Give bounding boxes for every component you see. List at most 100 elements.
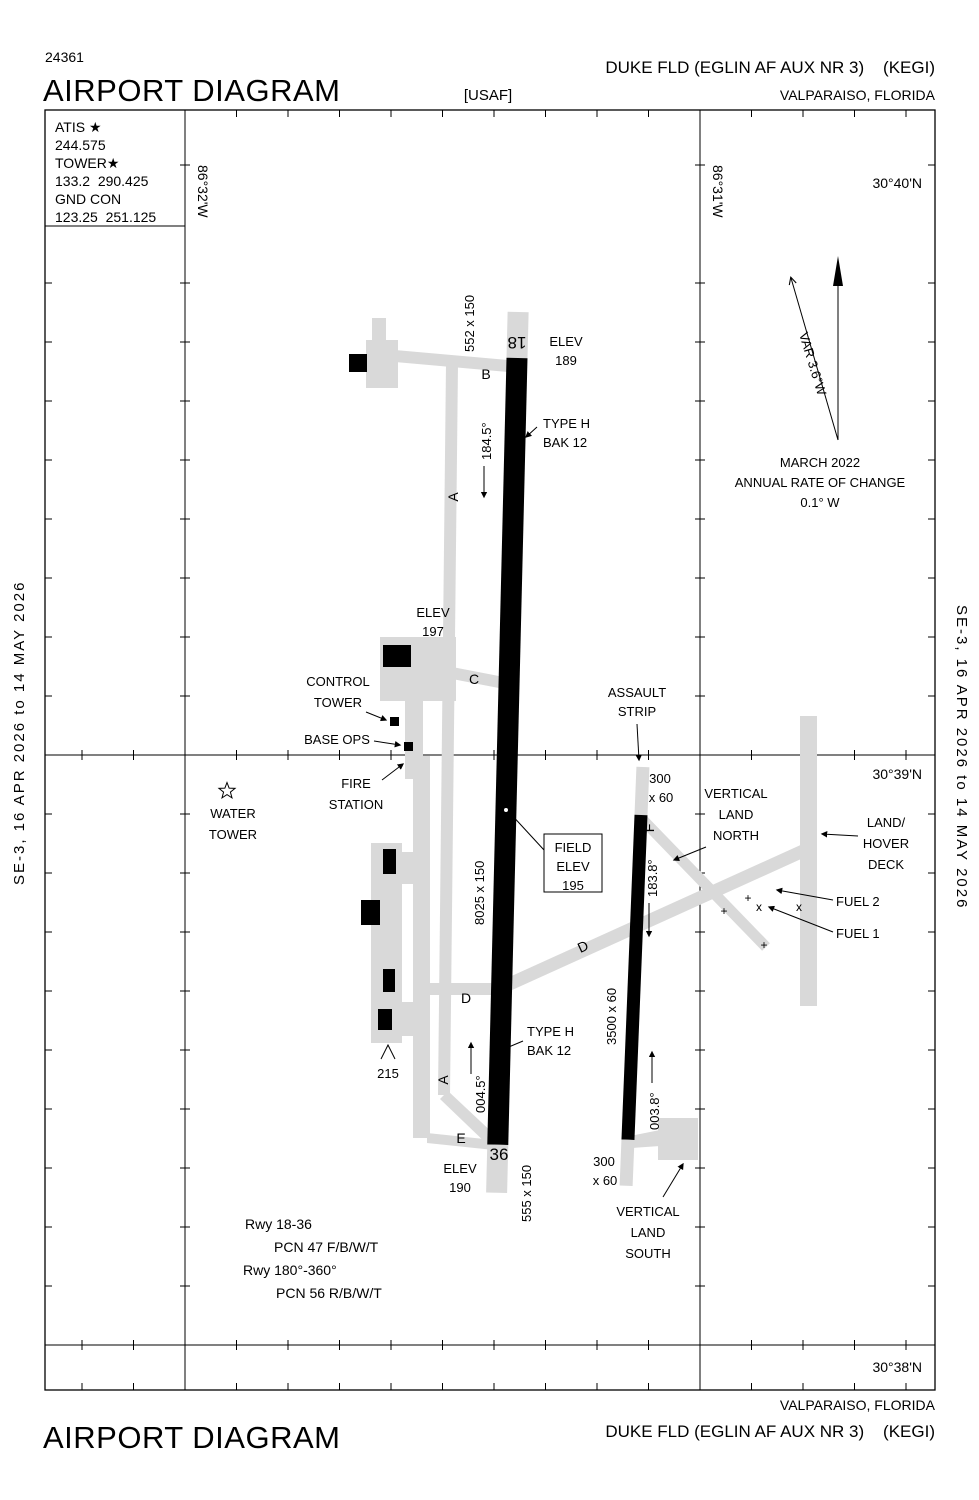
- airport-name-top: DUKE FLD (EGLIN AF AUX NR 3) (KEGI): [605, 58, 935, 77]
- tower-freq: 133.2 290.425: [55, 173, 149, 189]
- longitude-label-west: 86°32'W: [195, 165, 211, 218]
- ground-label: GND CON: [55, 191, 121, 207]
- chart-number: 24361: [45, 49, 84, 65]
- point-symbols: + + + x x: [217, 781, 802, 1060]
- apron-north: [366, 340, 398, 388]
- map-border: [44, 109, 936, 1391]
- taxiway-d-label: D: [461, 990, 471, 1006]
- bak12-north-label-line1: TYPE H: [543, 416, 590, 431]
- heading-183-label: 183.8°: [645, 859, 660, 897]
- atis-freq: 244.575: [55, 137, 106, 153]
- assault-overrun-south-dims-line2: x 60: [593, 1173, 618, 1188]
- fire-station-label-line1: FIRE: [341, 776, 371, 791]
- vertical-land-south-label-line3: SOUTH: [625, 1246, 671, 1261]
- runway-18-36-group: [486, 311, 529, 1194]
- taxiway-e: [427, 1133, 494, 1150]
- building: [383, 969, 395, 992]
- helipad-plus-mark: +: [760, 938, 767, 952]
- runway-18-number: 18: [508, 333, 527, 352]
- control-tower-label-line1: CONTROL: [306, 674, 370, 689]
- vertical-land-south-label-line1: VERTICAL: [616, 1204, 679, 1219]
- taxiway-f-label: F: [641, 824, 657, 833]
- obstruction-icon: [380, 1043, 396, 1060]
- fuel-2-leader-arrow: [775, 887, 834, 901]
- fuel-point-mark: x: [796, 900, 802, 914]
- fuel-1-leader-arrow: [767, 905, 834, 933]
- overrun-south-dims-label: 555 x 150: [519, 1165, 534, 1222]
- assault-overrun-north-dims-line1: 300: [649, 771, 671, 786]
- field-elev-leader-line: [508, 811, 545, 851]
- vertical-land-north-label-line2: LAND: [719, 807, 754, 822]
- taxiway-b-label: B: [481, 366, 490, 382]
- building: [378, 1009, 392, 1030]
- runway-36-number: 36: [490, 1145, 509, 1164]
- elev-190-label: ELEV: [443, 1161, 477, 1176]
- assault-strip-label-line2: STRIP: [618, 704, 656, 719]
- compass: VAR 3.6°W MARCH 2022 ANNUAL RATE OF CHAN…: [735, 256, 906, 510]
- ground-freq: 123.25 251.125: [55, 209, 156, 225]
- fuel-2-label: FUEL 2: [836, 894, 880, 909]
- taxiway-a: [438, 364, 458, 1095]
- header: 24361 AIRPORT DIAGRAM [USAF] DUKE FLD (E…: [43, 49, 936, 108]
- building: [361, 900, 380, 925]
- margin-note-right: SE-3, 16 APR 2026 to 14 MAY 2026: [953, 605, 970, 909]
- comm-box: ATIS ★ 244.575 TOWER★ 133.2 290.425 GND …: [55, 119, 156, 225]
- land-hover-deck-strip: [800, 716, 817, 1006]
- vertical-land-north-label-line1: VERTICAL: [704, 786, 767, 801]
- runway-18-36: [487, 357, 528, 1146]
- pcn-line3: Rwy 180°-360°: [243, 1262, 337, 1278]
- labels: 552 x 150 18 ELEV 189 B TYPE H BAK 12 18…: [209, 295, 909, 1301]
- vertical-land-south-pad: [658, 1118, 698, 1160]
- elev-189-value: 189: [555, 353, 577, 368]
- water-tower-label-line1: WATER: [210, 806, 256, 821]
- elev-197-value: 197: [422, 624, 444, 639]
- airport-name-bottom: DUKE FLD (EGLIN AF AUX NR 3) (KEGI): [605, 1422, 935, 1441]
- helipad-plus-mark: +: [744, 891, 751, 905]
- field-elev-line2: ELEV: [556, 859, 590, 874]
- elev-189-label: ELEV: [549, 334, 583, 349]
- vertical-land-north-leader-arrow: [672, 846, 707, 862]
- elev-197-label: ELEV: [416, 605, 450, 620]
- field-elev-line3: 195: [562, 878, 584, 893]
- fire-station-label-line2: STATION: [329, 797, 383, 812]
- taxiway-d-connector: [429, 983, 501, 995]
- control-tower-leader-arrow: [365, 711, 388, 722]
- apron-north-stub: [372, 318, 386, 342]
- base-ops-label: BASE OPS: [304, 732, 370, 747]
- control-tower-building: [390, 717, 399, 726]
- helipad-plus-mark: +: [720, 904, 727, 918]
- compass-note-line1: MARCH 2022: [780, 455, 860, 470]
- runway-dims-label: 8025 x 150: [472, 861, 487, 925]
- page-title-bottom: AIRPORT DIAGRAM: [43, 1420, 340, 1455]
- overrun-north: [506, 311, 529, 359]
- obstruction-height-label: 215: [377, 1066, 399, 1081]
- airport-city-top: VALPARAISO, FLORIDA: [780, 87, 936, 103]
- footer: AIRPORT DIAGRAM VALPARAISO, FLORIDA DUKE…: [43, 1397, 936, 1455]
- bak12-north-label-line2: BAK 12: [543, 435, 587, 450]
- vertical-land-south-connector: [630, 1130, 660, 1148]
- compass-note-line2: ANNUAL RATE OF CHANGE: [735, 475, 906, 490]
- magnetic-north-line: [791, 278, 839, 441]
- overrun-south: [486, 1144, 509, 1194]
- heading-003-label: 003.8°: [647, 1092, 662, 1130]
- apron-west-connector-1: [400, 852, 415, 884]
- margin-note-left: SE-3, 16 APR 2026 to 14 MAY 2026: [11, 581, 28, 885]
- assault-strip-label-line1: ASSAULT: [608, 685, 666, 700]
- leaders: [365, 426, 859, 1198]
- water-tower-star-icon: [217, 781, 237, 800]
- map-frame: [44, 109, 936, 1391]
- variation-label: VAR 3.6°W: [796, 330, 830, 397]
- pcn-line4: PCN 56 R/B/W/T: [276, 1285, 382, 1301]
- taxiway-a-label-north: A: [445, 492, 461, 502]
- building: [383, 645, 411, 667]
- field-elev-line1: FIELD: [555, 840, 592, 855]
- buildings: [349, 354, 413, 1030]
- bak12-south-leader-arrow: [502, 1040, 524, 1050]
- land-hover-deck-label-line2: HOVER: [863, 836, 909, 851]
- taxiway-d-diagonal: [500, 840, 817, 993]
- assault-strip-leader-arrow: [635, 723, 642, 762]
- land-hover-deck-label-line3: DECK: [868, 857, 904, 872]
- fire-station-leader-arrow: [381, 763, 405, 781]
- water-tower-label-line2: TOWER: [209, 827, 257, 842]
